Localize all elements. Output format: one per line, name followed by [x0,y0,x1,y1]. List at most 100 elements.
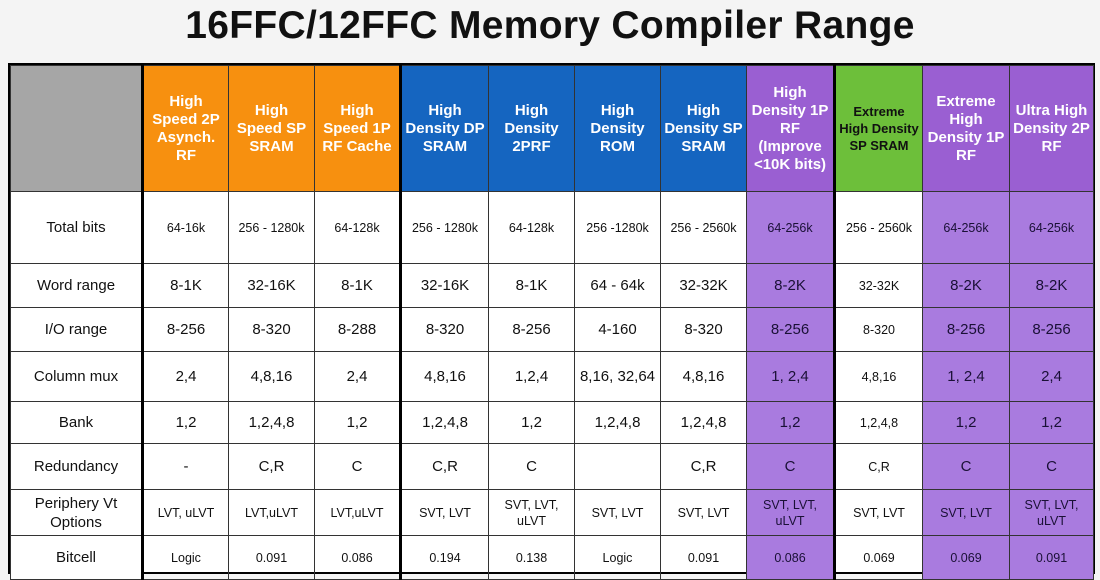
table-cell: 8-256 [142,307,229,352]
table-cell: 8-2K [922,263,1010,308]
table-cell: 1,2 [746,401,835,444]
table-cell: 256 - 2560k [833,191,923,264]
table-cell: 1,2,4 [488,351,575,402]
table-cell: 0.069 [833,535,923,580]
table-cell: 8-320 [228,307,315,352]
table-cell: 8-2K [746,263,835,308]
table-cell: 256 - 2560k [660,191,747,264]
corner-cell [10,65,144,192]
column-header: High Speed 2P Asynch. RF [142,65,229,192]
table-cell: C,R [228,443,315,490]
table-cell: 0.091 [1009,535,1094,580]
table-cell: SVT, LVT [833,489,923,536]
column-header: High Speed SP SRAM [228,65,315,192]
table-cell: 64-256k [922,191,1010,264]
table-cell: 0.194 [399,535,489,580]
table-cell: C,R [399,443,489,490]
table-cell: SVT, LVT, uLVT [1009,489,1094,536]
table-cell: C,R [660,443,747,490]
table-cell: C [488,443,575,490]
column-header: High Density SP SRAM [660,65,747,192]
table-cell: 1,2,4,8 [833,401,923,444]
table-cell: 1,2 [488,401,575,444]
column-header: Ultra High Density 2P RF [1009,65,1094,192]
table-cell: 32-32K [660,263,747,308]
table-cell: 1, 2,4 [746,351,835,402]
table-cell: 32-16K [228,263,315,308]
table-cell: SVT, LVT [399,489,489,536]
table-cell: 0.069 [922,535,1010,580]
table-cell: SVT, LVT, uLVT [488,489,575,536]
table-cell: 2,4 [1009,351,1094,402]
table-cell: - [142,443,229,490]
table-cell: 1,2,4,8 [574,401,661,444]
table-cell: SVT, LVT [660,489,747,536]
table-cell: 8-288 [314,307,401,352]
table-cell: 64-128k [314,191,401,264]
table-cell: 1,2 [1009,401,1094,444]
row-label: Total bits [10,191,144,264]
table-cell: 1,2,4,8 [228,401,315,444]
table-cell: Logic [142,535,229,580]
header-row: High Speed 2P Asynch. RF High Speed SP S… [10,65,1094,192]
table-cell: LVT,uLVT [314,489,401,536]
table-cell: 256 -1280k [574,191,661,264]
table-cell: 4-160 [574,307,661,352]
table-cell: 1,2 [314,401,401,444]
table-cell: 64-16k [142,191,229,264]
table-cell: 1,2,4,8 [399,401,489,444]
table-cell: SVT, LVT [574,489,661,536]
table-cell: 256 - 1280k [228,191,315,264]
row-label: Bank [10,401,144,444]
table-cell: 0.086 [314,535,401,580]
table-cell: C [746,443,835,490]
table-cell: C [314,443,401,490]
row-label: Redundancy [10,443,144,490]
table-cell: SVT, LVT [922,489,1010,536]
table-cell: Logic [574,535,661,580]
table-cell: 8-2K [1009,263,1094,308]
table-cell: 64-256k [1009,191,1094,264]
table-cell: 4,8,16 [399,351,489,402]
compiler-range-table-container: High Speed 2P Asynch. RF High Speed SP S… [8,63,1095,580]
table-cell: 1,2 [922,401,1010,444]
table-cell: 8-1K [314,263,401,308]
table-cell: LVT,uLVT [228,489,315,536]
row-label: Word range [10,263,144,308]
table-cell: 4,8,16 [228,351,315,402]
column-header: High Density 1P RF (Improve <10K bits) [746,65,835,192]
column-header: Extreme High Density 1P RF [922,65,1010,192]
table-cell: 32-32K [833,263,923,308]
table-cell: C,R [833,443,923,490]
table-cell: 2,4 [142,351,229,402]
column-header: High Speed 1P RF Cache [314,65,401,192]
table-cell: 4,8,16 [833,351,923,402]
column-header: High Density DP SRAM [399,65,489,192]
table-cell: 8-256 [922,307,1010,352]
column-header: Extreme High Density SP SRAM [833,65,923,192]
table-cell: 8,16, 32,64 [574,351,661,402]
table-cell: C [922,443,1010,490]
table-cell: 1, 2,4 [922,351,1010,402]
table-cell: 4,8,16 [660,351,747,402]
table-cell: 256 - 1280k [399,191,489,264]
page-title: 16FFC/12FFC Memory Compiler Range [185,4,915,47]
row-label: Bitcell [10,535,144,580]
table-cell: 32-16K [399,263,489,308]
row-label: Periphery Vt Options [10,489,144,536]
table-cell: 64 - 64k [574,263,661,308]
table-cell: 8-320 [660,307,747,352]
row-label: Column mux [10,351,144,402]
table-cell: 8-1K [488,263,575,308]
table-cell: 64-256k [746,191,835,264]
table-cell: 8-256 [746,307,835,352]
table-cell: 8-256 [488,307,575,352]
column-header: High Density ROM [574,65,661,192]
